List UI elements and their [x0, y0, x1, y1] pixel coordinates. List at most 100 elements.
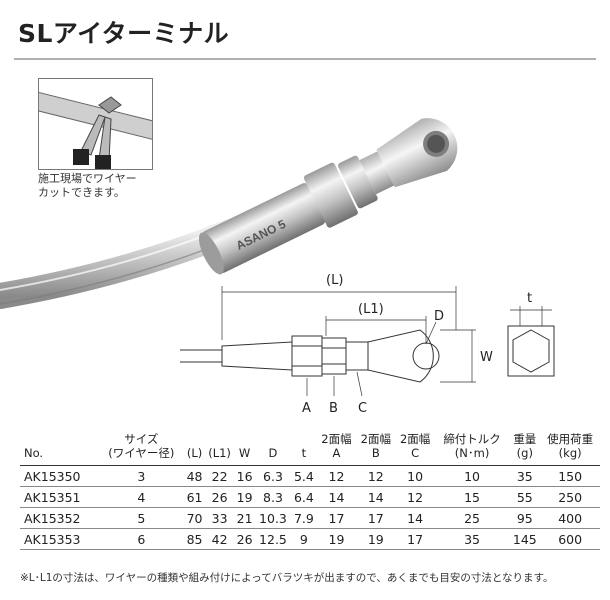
table-cell: 6.3 — [254, 465, 292, 487]
table-cell: 3 — [98, 465, 185, 487]
table-header-text: 2面幅 — [321, 432, 352, 446]
table-cell: 15 — [434, 486, 510, 508]
table-header-cell: 締付トルク(N･m) — [435, 432, 510, 466]
table-cell: AK15353 — [20, 528, 99, 550]
sleeve-body — [201, 183, 326, 274]
table-header-text: No. — [24, 446, 44, 460]
table-cell: 25 — [434, 507, 510, 529]
caption-line-1: 施工現場でワイヤー — [38, 172, 137, 185]
cutter-caption: 施工現場でワイヤー カットできます。 — [38, 172, 137, 200]
label-A: A — [302, 401, 311, 416]
table-header-text: 2面幅 — [399, 432, 431, 446]
table-cell: 17 — [316, 507, 357, 529]
label-L1: (L1) — [358, 302, 384, 317]
table-header-cell: W — [234, 432, 255, 466]
table-header-cell: D — [255, 432, 291, 466]
table-cell: 61 — [184, 486, 205, 508]
table-cell: 6 — [98, 528, 185, 550]
table-header-text: 使用荷重 — [547, 432, 594, 446]
table-cell: 10.3 — [254, 507, 292, 529]
table-cell: 17 — [356, 507, 396, 529]
table-cell: 250 — [540, 486, 600, 508]
table-header-cell: 使用荷重(kg) — [540, 432, 600, 466]
label-W: W — [480, 350, 493, 365]
table-header-text: B — [371, 446, 380, 460]
table-cell: 10 — [434, 465, 510, 487]
table-cell: 5.4 — [291, 465, 317, 487]
table-header-cell: 重量(g) — [509, 432, 540, 466]
label-B: B — [329, 401, 338, 416]
table-cell: 70 — [184, 507, 205, 529]
table-cell: 12 — [356, 465, 396, 487]
table-cell: 145 — [509, 528, 541, 550]
table-cell: AK15351 — [20, 486, 99, 508]
cutter-illustration — [38, 78, 153, 170]
table-cell: 33 — [204, 507, 235, 529]
table-header-text: W — [238, 446, 251, 460]
table-cell: 19 — [356, 528, 396, 550]
product-photo: ASANO 5 — [0, 118, 458, 309]
dimension-drawing: (L) (L1) D W t A B C — [180, 273, 555, 416]
table-cell: 600 — [540, 528, 600, 550]
table-cell: 22 — [204, 465, 235, 487]
table-cell: 150 — [540, 465, 600, 487]
label-D: D — [434, 309, 444, 324]
table-cell: 19 — [316, 528, 357, 550]
table-header-cell: No. — [20, 432, 98, 466]
table-header-text: (kg) — [558, 446, 582, 460]
table-cell: 42 — [204, 528, 235, 550]
table-cell: 35 — [509, 465, 541, 487]
table-header-text: (L) — [186, 446, 203, 460]
table-header-text: 重量 — [513, 432, 537, 446]
table-header-text: (L1) — [208, 446, 231, 460]
table-header-text: D — [268, 446, 278, 460]
table-header-cell: サイズ(ワイヤー径) — [98, 432, 184, 466]
footnote: ※L･L1の寸法は、ワイヤーの種類や組み付けによってバラツキが出ますので、あくま… — [20, 572, 554, 584]
table-cell: AK15350 — [20, 465, 99, 487]
table-header-text: (ワイヤー径) — [108, 446, 175, 460]
table-cell: 4 — [98, 486, 185, 508]
table-cell: 12 — [316, 465, 357, 487]
table-header-text: C — [411, 446, 420, 460]
table-cell: 14 — [395, 507, 435, 529]
table-cell: 400 — [540, 507, 600, 529]
table-cell: 7.9 — [291, 507, 317, 529]
table-cell: 12.5 — [254, 528, 292, 550]
label-t: t — [527, 291, 532, 306]
table-cell: 12 — [395, 486, 435, 508]
table-cell: 55 — [509, 486, 541, 508]
table-header-text: t — [301, 446, 307, 460]
title-rule — [14, 58, 596, 60]
table-cell: 10 — [395, 465, 435, 487]
table-cell: 21 — [234, 507, 255, 529]
table-header-text: (N･m) — [454, 446, 490, 460]
hex-nut-b — [338, 155, 378, 209]
table-header-cell: (L1) — [205, 432, 234, 466]
label-C: C — [358, 401, 367, 416]
table-cell: 9 — [291, 528, 317, 550]
table-header-text: サイズ — [124, 432, 159, 446]
table-cell: 8.3 — [254, 486, 292, 508]
table-header-cell: t — [291, 432, 317, 466]
table-header-text: 締付トルク — [443, 432, 501, 446]
table-cell: AK15352 — [20, 507, 99, 529]
table-cell: 48 — [184, 465, 205, 487]
table-cell: 85 — [184, 528, 205, 550]
table-cell: 16 — [234, 465, 255, 487]
table-cell: 35 — [434, 528, 510, 550]
table-cell: 95 — [509, 507, 541, 529]
label-L: (L) — [326, 273, 343, 288]
table-cell: 5 — [98, 507, 185, 529]
table-cell: 14 — [316, 486, 357, 508]
table-cell: 6.4 — [291, 486, 317, 508]
